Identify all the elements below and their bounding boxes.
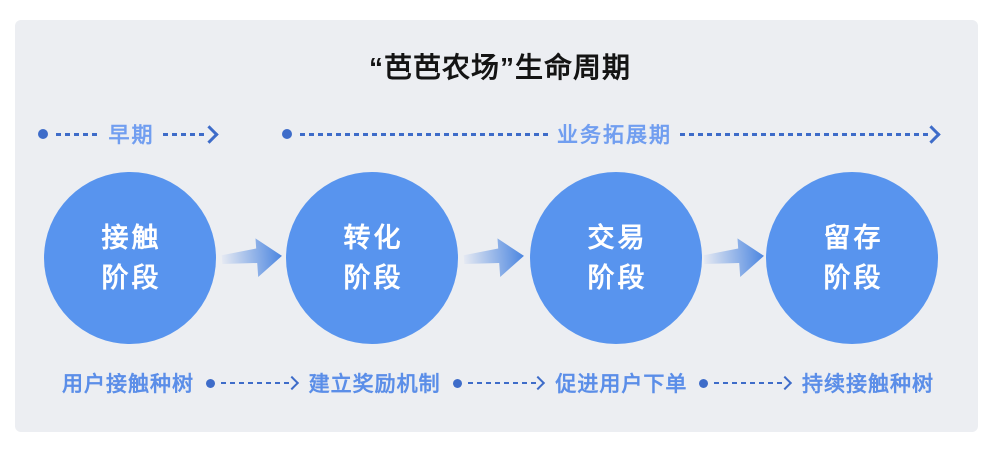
action-label-transaction: 促进用户下单 [555, 373, 688, 396]
stage-label-line: 转化 [343, 223, 404, 253]
timeline-start-dot-icon [38, 129, 48, 139]
dotted-line [300, 132, 549, 136]
arrow-right-icon [531, 375, 546, 391]
stage-label-line: 留存 [823, 223, 884, 253]
dotted-line [467, 381, 538, 385]
timeline-start-dot-icon [282, 129, 292, 139]
stage-label-line: 阶段 [101, 263, 162, 293]
dotted-line [56, 132, 101, 136]
stage-label-line: 阶段 [823, 263, 884, 293]
phase-early-label: 早期 [108, 124, 155, 147]
stage-label-line: 交易 [587, 223, 648, 253]
stage-label-line: 阶段 [587, 263, 648, 293]
arrow-right-icon [284, 375, 299, 391]
dotted-line [714, 381, 785, 385]
action-label-conversion: 建立奖励机制 [308, 373, 441, 396]
action-label-retention: 持续接触种树 [802, 373, 935, 396]
timeline-start-dot-icon [452, 378, 462, 388]
stage-arrow-icon [221, 238, 282, 277]
timeline-start-dot-icon [699, 378, 709, 388]
stage-circle-contact: 接触 阶段 [44, 172, 216, 344]
stage-circle-transaction: 交易 阶段 [530, 172, 702, 344]
action-label-contact: 用户接触种树 [62, 373, 194, 396]
arrow-right-icon [200, 124, 219, 144]
stage-label-line: 接触 [101, 223, 162, 253]
dotted-line [221, 381, 291, 385]
action-connector [452, 375, 546, 391]
dotted-line [162, 132, 207, 136]
timeline-start-dot-icon [206, 378, 215, 388]
diagram-title: “芭芭农场”生命周期 [368, 52, 631, 83]
stage-arrow-icon [703, 238, 764, 277]
stage-circle-retention: 留存 阶段 [766, 172, 938, 344]
arrow-right-icon [777, 375, 793, 391]
action-row: 用户接触种树 建立奖励机制 促进用户下单 持续接触种树 [62, 368, 934, 398]
arrow-right-icon [922, 124, 941, 144]
action-connector [699, 375, 793, 391]
phase-expansion-label: 业务拓展期 [557, 124, 672, 147]
stage-label-line: 阶段 [343, 263, 404, 293]
stage-circle-conversion: 转化 阶段 [286, 172, 458, 344]
stage-arrow-icon [463, 238, 524, 277]
phase-expansion-timeline: 业务拓展期 [282, 122, 941, 147]
dotted-line [680, 132, 929, 136]
action-connector [206, 375, 299, 391]
phase-early-timeline: 早期 [38, 122, 219, 147]
